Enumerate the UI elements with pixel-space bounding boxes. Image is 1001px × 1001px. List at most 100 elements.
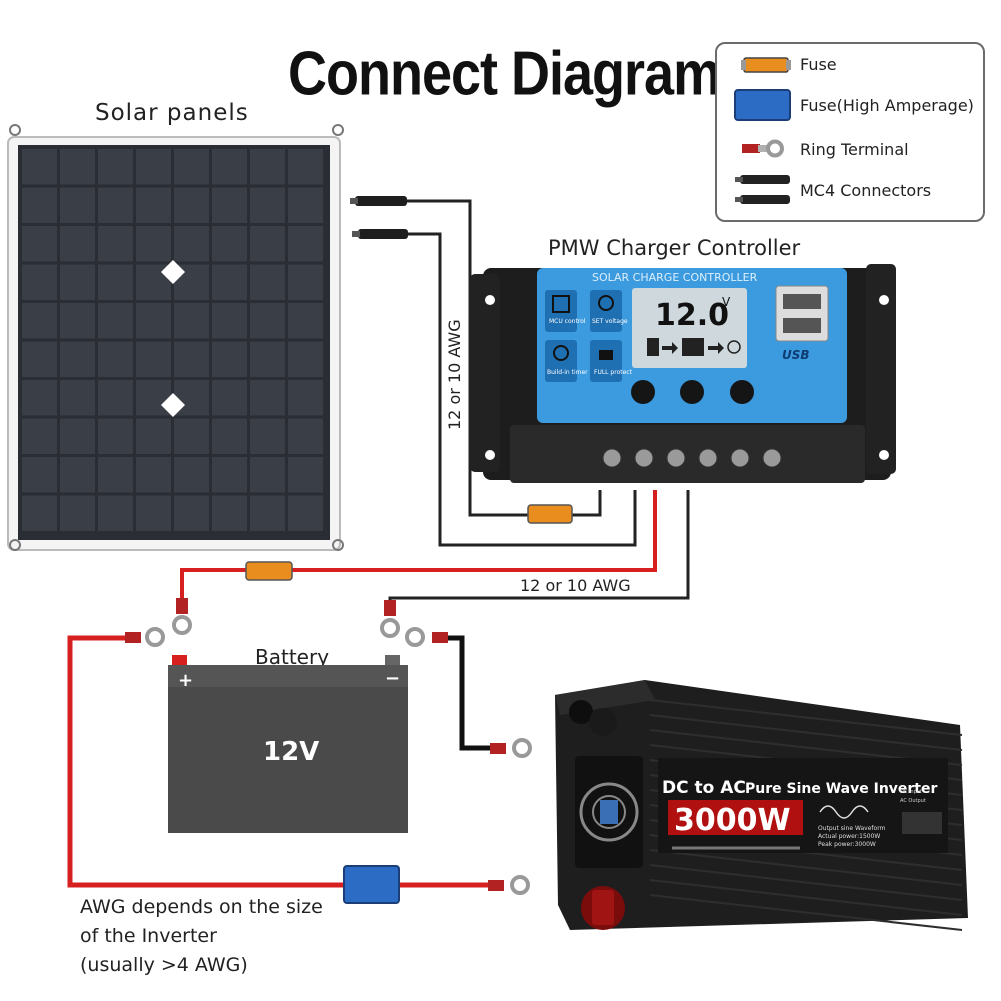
solar-cell: [250, 149, 285, 185]
solar-cell: [212, 418, 247, 454]
solar-cell: [250, 303, 285, 339]
solar-cell: [288, 149, 323, 185]
legend-mc4-label: MC4 Connectors: [800, 181, 932, 200]
ring-terminal-icon: [742, 139, 784, 158]
solar-cell: [60, 187, 95, 223]
solar-cell: [98, 380, 133, 416]
solar-cell: [22, 303, 57, 339]
solar-cell: [174, 341, 209, 377]
solar-cell: [250, 457, 285, 493]
solar-cell: [98, 341, 133, 377]
battery-plus-sign: +: [178, 670, 193, 691]
inverter-dc-input: DC Input: [900, 789, 922, 795]
solar-cell: [22, 457, 57, 493]
inverter-peak: Peak power:3000W: [818, 841, 876, 848]
solar-cell: [212, 187, 247, 223]
solar-cell: [60, 264, 95, 300]
solar-cell: [22, 226, 57, 262]
solar-cell: [250, 226, 285, 262]
ring-terminals: [125, 598, 532, 895]
fuse-icon: [741, 57, 791, 73]
solar-cell: [212, 149, 247, 185]
solar-cell: [22, 149, 57, 185]
solar-cell-gap: [161, 393, 185, 417]
solar-cell: [136, 380, 171, 416]
solar-cell: [60, 457, 95, 493]
timer-label: Build-in timer: [547, 369, 588, 376]
awg-note-line1: AWG depends on the size: [80, 896, 323, 918]
solar-cell: [288, 226, 323, 262]
solar-cell: [136, 457, 171, 493]
solar-cell: [250, 264, 285, 300]
controller-header: SOLAR CHARGE CONTROLLER: [592, 271, 758, 284]
legend-fuse-label: Fuse: [800, 55, 837, 74]
solar-cell: [288, 341, 323, 377]
high-amperage-fuse-icon: [734, 89, 791, 121]
solar-cell: [60, 149, 95, 185]
solar-cell: [98, 303, 133, 339]
inverter-fin: [649, 864, 963, 901]
solar-cell: [22, 264, 57, 300]
solar-cell: [212, 495, 247, 531]
battery-voltage: 12V: [263, 737, 319, 767]
solar-cell: [98, 457, 133, 493]
battery: + − 12V: [168, 655, 408, 833]
solar-cell: [22, 495, 57, 531]
battery-minus-sign: −: [385, 668, 400, 689]
wire-gauge-horizontal-label: 12 or 10 AWG: [520, 576, 631, 595]
solar-cell: [212, 303, 247, 339]
solar-cell: [174, 495, 209, 531]
solar-cell: [288, 380, 323, 416]
solar-panel: [7, 124, 344, 551]
solar-cell: [288, 303, 323, 339]
solar-cell: [60, 226, 95, 262]
inverter-fin: [649, 699, 963, 736]
solar-cell: [288, 457, 323, 493]
solar-cell: [98, 149, 133, 185]
inverter-waveform: Output sine Waveform: [818, 825, 886, 832]
mcu-label: MCU control: [549, 318, 586, 325]
lcd-reading: 12.0: [655, 298, 729, 333]
solar-cell: [60, 303, 95, 339]
usb-label: USB: [782, 348, 810, 362]
inverter-fin: [649, 849, 963, 886]
solar-cell: [212, 457, 247, 493]
solar-panels-label: Solar panels: [95, 100, 249, 126]
terminal-screw: [698, 448, 718, 468]
mc4-cables: [350, 196, 637, 547]
solar-cell: [250, 380, 285, 416]
solar-cell: [60, 418, 95, 454]
solar-cell: [98, 264, 133, 300]
inverter-fin: [649, 714, 963, 751]
solar-cell: [288, 418, 323, 454]
solar-cell: [174, 187, 209, 223]
solar-cell-gap: [161, 260, 185, 284]
inverter-ac-output: AC Output: [900, 798, 926, 804]
awg-note-line2: of the Inverter: [80, 925, 217, 947]
set-voltage-label: SET voltage: [592, 318, 628, 325]
terminal-screw: [666, 448, 686, 468]
awg-note: AWG depends on the size of the Inverter …: [80, 893, 323, 980]
solar-cell: [212, 341, 247, 377]
solar-cell: [250, 418, 285, 454]
solar-cell: [288, 495, 323, 531]
solar-cell: [174, 226, 209, 262]
terminal-screw: [634, 448, 654, 468]
solar-cell: [174, 303, 209, 339]
page-title: Connect Diagram: [288, 39, 721, 109]
solar-cell: [288, 264, 323, 300]
solar-cell: [22, 380, 57, 416]
terminal-screw: [762, 448, 782, 468]
solar-cell: [98, 226, 133, 262]
awg-note-line3: (usually >4 AWG): [80, 954, 248, 976]
inverter-fin: [649, 879, 963, 916]
battery-inverter-wires: [67, 635, 500, 904]
solar-cell: [250, 341, 285, 377]
legend-fuse-high-label: Fuse(High Amperage): [800, 96, 974, 115]
mc4-connector-icon: [735, 175, 790, 204]
solar-cell: [212, 264, 247, 300]
inverter: DC to AC Pure Sine Wave Inverter 3000W O…: [555, 680, 968, 931]
full-protect-label: FULL protect: [594, 369, 633, 376]
solar-cell: [98, 495, 133, 531]
